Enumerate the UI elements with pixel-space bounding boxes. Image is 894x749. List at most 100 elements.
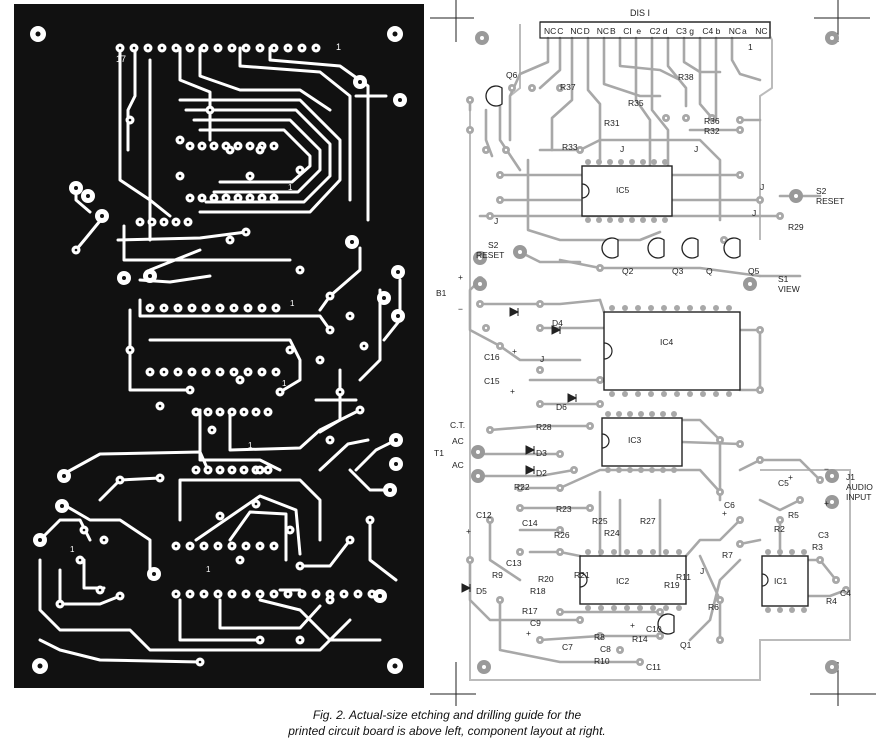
component-label: D3 — [536, 448, 547, 458]
etch-drill-hole — [396, 270, 400, 274]
etch-drill-hole — [358, 408, 362, 412]
switch-s2-id-left: S2 — [488, 240, 499, 250]
etch-drill-hole — [148, 370, 152, 374]
ic-pin-pad — [596, 217, 602, 223]
etch-pin-17-label: 17 — [116, 54, 126, 64]
etch-drill-hole — [348, 314, 352, 318]
etch-drill-hole — [328, 598, 332, 602]
ic4-label: IC4 — [660, 337, 674, 347]
ic-pin-pad — [649, 411, 655, 417]
display-pin-label: b — [716, 26, 721, 36]
ic-pin-pad — [687, 391, 693, 397]
etch-trace — [192, 118, 322, 194]
q5-body — [723, 237, 741, 259]
ic4: IC4 — [603, 311, 741, 391]
ic-pin-pad — [674, 305, 680, 311]
layout-drill-hole — [538, 638, 542, 642]
layout-drill-hole — [538, 326, 542, 330]
etching-guide: 1 17 1 1 1 1 1 1 — [14, 4, 424, 688]
ic1: IC1 — [761, 555, 809, 607]
layout-trace — [738, 458, 822, 482]
ic-pin-pad — [801, 549, 807, 555]
layout-drill-hole — [722, 238, 726, 242]
etch-drill-hole — [188, 196, 192, 200]
component-label: R29 — [788, 222, 804, 232]
etch-trace — [126, 46, 137, 152]
layout-drill-hole — [484, 326, 488, 330]
display-pin-label: NC — [597, 26, 609, 36]
layout-trace — [498, 94, 522, 172]
layout-drill-hole — [778, 518, 782, 522]
etch-drill-hole — [272, 46, 276, 50]
layout-drill-hole — [478, 282, 482, 286]
switch-s1-id: S1 — [778, 274, 789, 284]
etch-drill-hole — [288, 348, 292, 352]
ic-pin-pad — [660, 467, 666, 473]
layout-trace — [526, 158, 662, 242]
ic-pin-pad — [616, 411, 622, 417]
ic-pin-pad — [648, 391, 654, 397]
etch-drill-hole — [298, 564, 302, 568]
transformer-tap-ac2: AC — [452, 460, 464, 470]
ic-pin-pad — [661, 391, 667, 397]
component-label: R4 — [826, 596, 837, 606]
etch-ic-pin-mark: 1 — [248, 441, 253, 450]
etch-drill-hole — [288, 528, 292, 532]
etch-drill-hole — [216, 592, 220, 596]
layout-drill-hole — [504, 148, 508, 152]
display-pin-label: NC — [544, 26, 556, 36]
q1-body — [657, 613, 675, 635]
q4-body — [681, 237, 699, 259]
etch-trace — [178, 598, 262, 642]
etch-drill-hole — [236, 196, 240, 200]
etch-drill-hole — [328, 592, 332, 596]
layout-drill-hole — [558, 486, 562, 490]
etch-trace — [358, 288, 382, 382]
etch-drill-hole — [272, 592, 276, 596]
layout-drill-hole — [758, 388, 762, 392]
etch-drill-hole — [208, 108, 212, 112]
ic-pin-pad — [700, 305, 706, 311]
component-label: C13 — [506, 558, 522, 568]
layout-drill-hole — [638, 660, 642, 664]
battery-plus: + — [458, 272, 463, 282]
capacitor-plus: + — [512, 346, 517, 356]
display-pin-label: C2 — [650, 26, 661, 36]
ic-pin-pad — [611, 605, 617, 611]
layout-trace — [682, 36, 722, 74]
q4-label: Q — [706, 266, 713, 276]
etch-drill-hole — [188, 144, 192, 148]
etch-trace — [194, 494, 302, 556]
q2-body — [601, 237, 619, 259]
layout-drill-hole — [538, 368, 542, 372]
component-label: C4 — [840, 588, 851, 598]
etch-drill-hole — [230, 46, 234, 50]
ic-pin-pad — [635, 391, 641, 397]
etch-drill-hole — [174, 544, 178, 548]
component-label: D2 — [536, 468, 547, 478]
etch-drill-hole — [254, 410, 258, 414]
layout-drill-hole — [658, 610, 662, 614]
etch-drill-hole — [246, 370, 250, 374]
layout-trace — [618, 36, 682, 82]
etch-pads — [33, 43, 407, 667]
ic-pin-pad — [618, 159, 624, 165]
capacitor-plus: + — [788, 472, 793, 482]
layout-drill-hole — [578, 148, 582, 152]
layout-drill-hole — [558, 452, 562, 456]
display-pin-label: C — [557, 26, 563, 36]
layout-trace — [678, 418, 722, 502]
ic-pin-pad — [789, 549, 795, 555]
diode-symbol — [525, 465, 536, 475]
component-label: R6 — [708, 602, 719, 612]
layout-trace — [488, 424, 592, 432]
layout-trace — [498, 344, 582, 362]
etch-drill-hole — [202, 544, 206, 548]
etch-drill-hole — [314, 592, 318, 596]
ic1-label: IC1 — [774, 576, 788, 586]
ic-pin-pad — [638, 411, 644, 417]
ic-pin-pad — [765, 549, 771, 555]
